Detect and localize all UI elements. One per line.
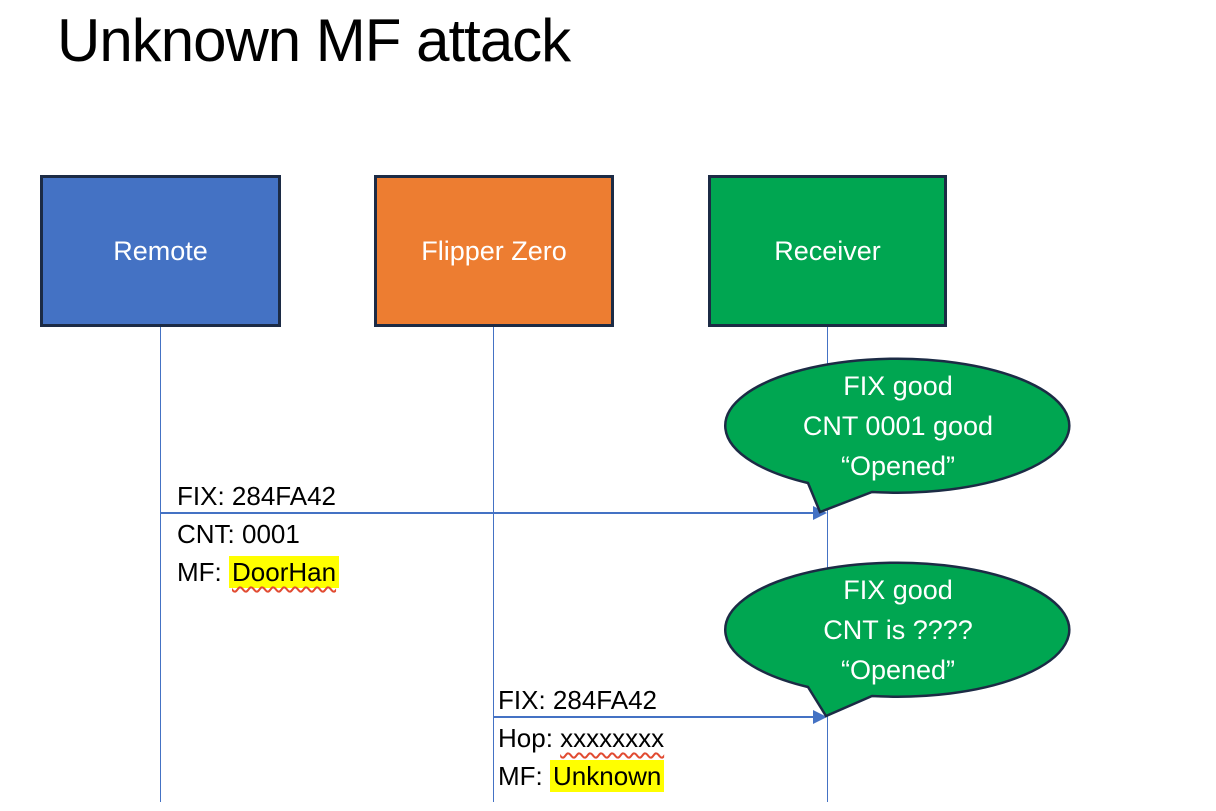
message1-line3-highlighted-value: DoorHan — [229, 556, 340, 588]
bubble1-line1: FIX good — [843, 371, 953, 401]
bubble2-line1: FIX good — [843, 575, 953, 605]
message1-line3-prefix: MF: — [177, 557, 229, 587]
speech-bubble-1 — [724, 357, 1071, 514]
page-title: Unknown MF attack — [57, 7, 571, 74]
message2-line3-prefix: MF: — [498, 761, 550, 791]
message1-line3: MF: DoorHan — [177, 553, 340, 591]
actor-box-flipper-zero: Flipper Zero — [374, 175, 614, 327]
message1-arrow-line — [160, 512, 813, 514]
actor-label-remote: Remote — [113, 235, 208, 266]
speech-bubble-2 — [724, 561, 1071, 718]
lifeline-flipper-zero — [493, 327, 494, 802]
lifeline-remote — [160, 327, 161, 802]
message2-line2-prefix: Hop: — [498, 723, 561, 753]
bubble1-line2: CNT 0001 good — [802, 411, 994, 441]
bubble1-line3: “Opened” — [840, 451, 956, 481]
message1-line2: CNT: 0001 — [177, 519, 300, 549]
message1-line1: FIX: 284FA42 — [177, 481, 336, 511]
bubble2-line2: CNT is ???? — [823, 615, 973, 645]
message2-line3-highlighted-value: Unknown — [550, 760, 665, 792]
speech-bubble-shape — [724, 561, 1071, 718]
actor-label-receiver: Receiver — [774, 235, 881, 266]
speech-bubble-1-text: FIX good CNT 0001 good “Opened” — [743, 366, 1053, 486]
message2-line3: MF: Unknown — [498, 757, 665, 795]
message2-label: FIX: 284FA42 Hop: xxxxxxxx MF: Unknown — [498, 681, 665, 795]
speech-bubble-shape — [724, 357, 1071, 514]
speech-bubble-2-text: FIX good CNT is ???? “Opened” — [743, 570, 1053, 690]
actor-label-flipper-zero: Flipper Zero — [421, 235, 567, 266]
message2-line2: Hop: xxxxxxxx — [498, 719, 664, 757]
lifeline-receiver — [827, 327, 828, 802]
bubble2-line3: “Opened” — [840, 655, 956, 685]
message1-label: FIX: 284FA42 CNT: 0001 MF: DoorHan — [177, 477, 340, 591]
actor-box-remote: Remote — [40, 175, 281, 327]
message2-arrow-line — [493, 716, 813, 718]
message2-line1: FIX: 284FA42 — [498, 685, 657, 715]
actor-box-receiver: Receiver — [708, 175, 947, 327]
message2-line2-value: xxxxxxxx — [560, 723, 665, 753]
